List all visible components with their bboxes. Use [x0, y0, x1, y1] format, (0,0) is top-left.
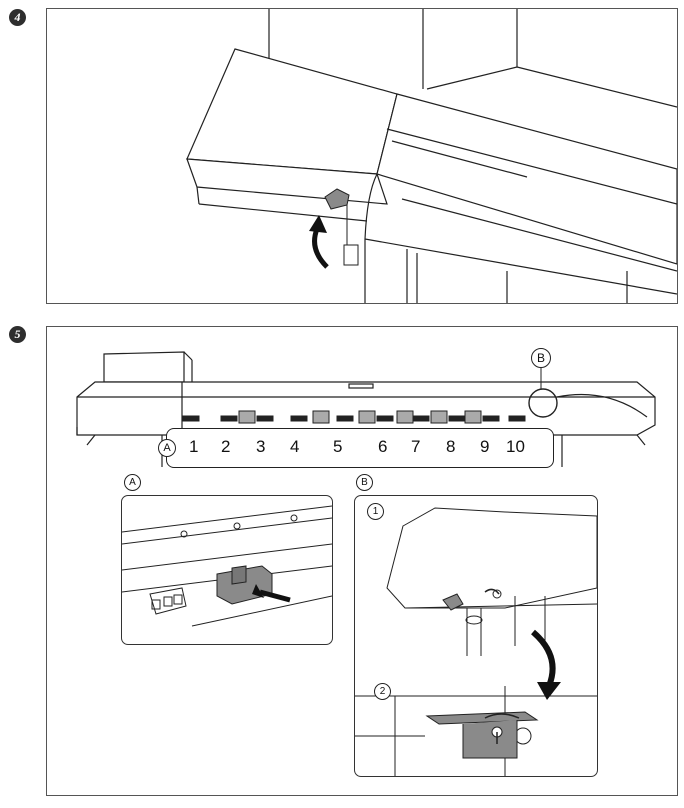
slot-number-1: 1 — [189, 438, 198, 456]
step-5-badge: 5 — [9, 326, 26, 343]
inset-b-detail — [354, 495, 598, 777]
inset-a-detail — [121, 495, 333, 645]
printer-cover-illustration — [47, 9, 677, 303]
slot-number-10: 10 — [506, 438, 525, 456]
step-4-illustration-panel — [46, 8, 678, 304]
bracket-removal-illustration — [355, 496, 597, 776]
slot-insert-illustration — [122, 496, 332, 644]
slot-number-2: 2 — [221, 438, 230, 456]
slot-number-6: 6 — [378, 438, 387, 456]
down-arrow-icon — [533, 632, 553, 686]
label-a-inset: A — [124, 474, 141, 491]
label-sub-1: 1 — [367, 503, 384, 520]
label-sub-2: 2 — [374, 683, 391, 700]
label-b-inset: B — [356, 474, 373, 491]
label-a-row: A — [158, 439, 176, 457]
slot-number-4: 4 — [290, 438, 299, 456]
up-arrow-icon — [315, 229, 327, 267]
slot-number-9: 9 — [480, 438, 489, 456]
slot-number-7: 7 — [411, 438, 420, 456]
slot-number-3: 3 — [256, 438, 265, 456]
step-4-badge: 4 — [9, 9, 26, 26]
bracket-part — [427, 712, 537, 724]
slot-number-5: 5 — [333, 438, 342, 456]
label-b-top: B — [531, 348, 551, 368]
slot-number-8: 8 — [446, 438, 455, 456]
